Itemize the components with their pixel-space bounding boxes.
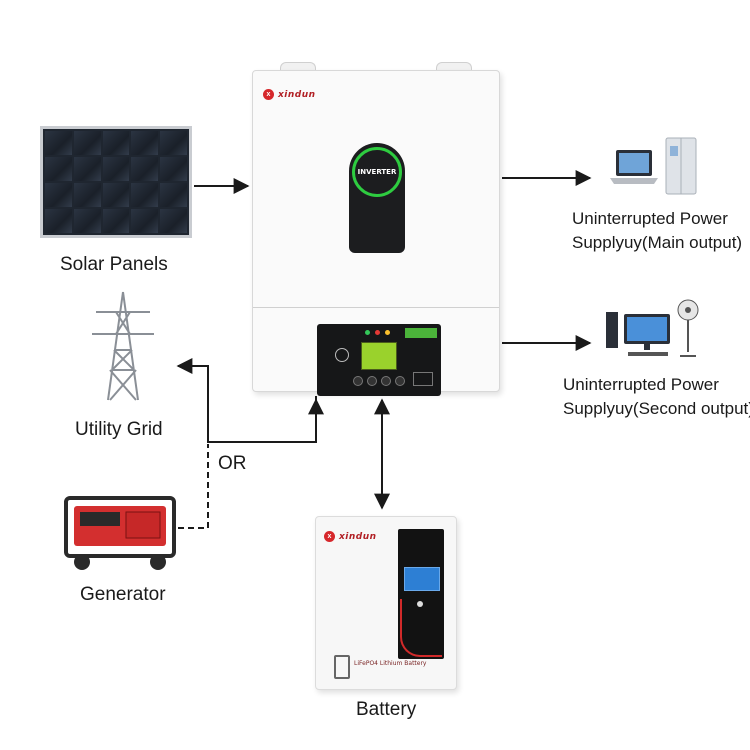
- battery-power-button: [417, 601, 423, 607]
- battery-product-text: LiFePO4 Lithium Battery: [354, 660, 427, 667]
- inverter-control-panel: [317, 324, 441, 396]
- laptop-icon: [610, 150, 658, 184]
- solar-panel-icon: [40, 126, 192, 238]
- main-output-label-line2: Supplyuy(Main output): [572, 233, 743, 252]
- panel-button: [353, 376, 363, 386]
- battery-screen: [404, 567, 440, 591]
- desktop-computer-icon: [606, 312, 670, 356]
- generator-dashed-link: [178, 444, 209, 529]
- generator-icon: [64, 496, 176, 570]
- generator-label: Generator: [80, 584, 166, 605]
- main-output-label-line1: Uninterrupted Power: [572, 209, 728, 228]
- lcd-screen: [361, 342, 397, 370]
- second-output-label-line2: Supplyuy(Second output): [563, 399, 750, 418]
- inverter-icon: x xindun INVERTER: [252, 70, 500, 396]
- refrigerator-icon: [665, 137, 697, 195]
- main-output-devices: [610, 137, 697, 195]
- power-tower-icon: [92, 291, 154, 401]
- grid-inverter-loop: [176, 358, 317, 443]
- battery-label: Battery: [356, 699, 417, 720]
- inverter-brand-text: xindun: [278, 89, 316, 100]
- panel-button: [381, 376, 391, 386]
- inverter-display-window: INVERTER: [349, 143, 405, 253]
- panel-tag: [405, 328, 437, 338]
- solar-panels-label: Solar Panels: [60, 254, 168, 275]
- battery-level-icon: [334, 655, 350, 679]
- panel-button: [367, 376, 377, 386]
- status-led-icon: [365, 330, 370, 335]
- inverter-window-text: INVERTER: [357, 168, 397, 176]
- second-output-label-line1: Uninterrupted Power: [563, 375, 719, 394]
- battery-brand-text: xindun: [339, 531, 377, 542]
- second-output-devices: [606, 299, 699, 357]
- utility-grid-label: Utility Grid: [75, 419, 163, 440]
- battery-accent-line: [400, 599, 442, 657]
- battery-brand-logo: x xindun: [324, 531, 377, 542]
- or-label: OR: [218, 453, 247, 474]
- usb-port-icon: [413, 372, 433, 386]
- inverter-divider: [253, 307, 499, 308]
- status-led-icon: [375, 330, 380, 335]
- status-led-icon: [385, 330, 390, 335]
- inverter-brand-logo: x xindun: [263, 89, 316, 100]
- power-knob-icon: [335, 348, 349, 362]
- fan-icon: [677, 299, 699, 357]
- panel-button: [395, 376, 405, 386]
- battery-icon: x xindun LiFePO4 Lithium Battery: [315, 516, 457, 690]
- battery-front-strip: [398, 529, 444, 659]
